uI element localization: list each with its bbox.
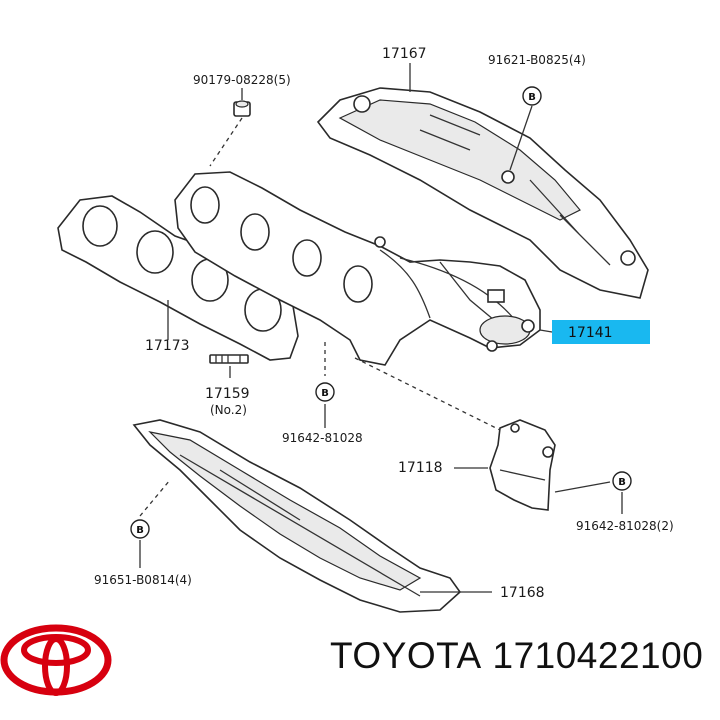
label-91621: 91621-B0825(4) <box>488 53 586 67</box>
bolt-marker-91621: B <box>522 86 542 106</box>
heat-insulator-17168 <box>132 419 462 613</box>
svg-text:B: B <box>528 92 536 103</box>
highlight-17141 <box>552 320 650 344</box>
label-91651: 91651-B0814(4) <box>94 573 192 587</box>
svg-text:B: B <box>618 477 626 488</box>
label-17167: 17167 <box>382 46 427 62</box>
label-17168: 17168 <box>500 585 545 601</box>
label-17173: 17173 <box>145 338 190 354</box>
stud-bolt-17159 <box>209 354 249 364</box>
label-91642-b: 91642-81028(2) <box>576 519 674 533</box>
label-17159: 17159 <box>205 386 250 402</box>
part-number: 1710422100 <box>492 635 704 676</box>
leader-lines <box>139 63 623 593</box>
toyota-logo <box>0 624 112 696</box>
svg-text:B: B <box>321 388 329 399</box>
gasket-17173 <box>57 195 299 361</box>
heat-insulator-17167 <box>316 87 649 299</box>
label-17118: 17118 <box>398 460 443 476</box>
nut-90179 <box>233 100 251 117</box>
exhaust-manifold-17141 <box>174 171 541 366</box>
footer-part-info: TOYOTA 1710422100 <box>330 635 715 679</box>
bolt-marker-91642-a: B <box>315 382 335 402</box>
label-17141: 17141 <box>568 325 613 341</box>
brand-name: TOYOTA <box>330 635 482 676</box>
svg-text:B: B <box>136 525 144 536</box>
bolt-marker-91651: B <box>130 519 150 539</box>
label-90179: 90179-08228(5) <box>193 73 291 87</box>
bolt-marker-91642-b: B <box>612 471 632 491</box>
label-91642-a: 91642-81028 <box>282 431 363 445</box>
bracket-17118 <box>489 419 556 511</box>
label-17159-note: (No.2) <box>210 403 247 417</box>
